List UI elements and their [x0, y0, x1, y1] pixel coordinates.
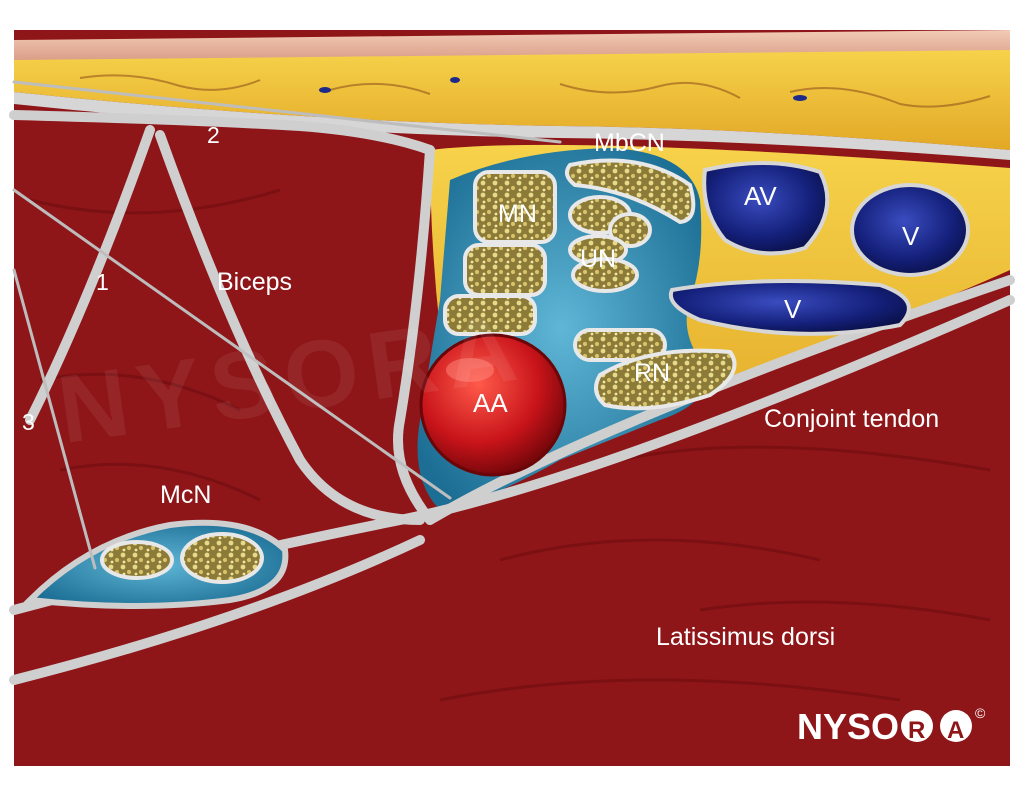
artery-highlight: [446, 358, 494, 382]
label-conjoint-tendon: Conjoint tendon: [764, 405, 939, 433]
logo-circle-r: [901, 710, 933, 742]
vein-right: [850, 183, 970, 277]
logo-text-left: NYSO: [797, 706, 899, 747]
label-biceps: Biceps: [217, 268, 292, 296]
label-v-lower: V: [784, 294, 802, 324]
ulnar-nerve: [568, 195, 652, 293]
label-latissimus-dorsi: Latissimus dorsi: [656, 623, 835, 651]
muscle-striations: [29, 188, 991, 702]
fat-small-veins: [319, 77, 807, 101]
median-nerve: [443, 170, 557, 336]
label-needle-1: 1: [96, 269, 109, 295]
fat-vessels: [79, 74, 991, 108]
label-mn: MN: [498, 200, 537, 228]
nysora-logo: NYSO R A ©: [797, 705, 986, 747]
musculocutaneous-fascicle-2: [180, 532, 264, 584]
label-mcn: McN: [160, 481, 211, 509]
superficial-fascia: [14, 92, 1010, 160]
label-aa: AA: [473, 388, 508, 418]
label-un: UN: [580, 245, 616, 273]
axillary-vein: [702, 160, 830, 256]
musculocutaneous-fascicle-1: [100, 540, 174, 580]
needle-1: [12, 188, 452, 500]
medial-brachial-cutaneous-nerve: [564, 158, 696, 225]
needle-2: [12, 80, 562, 144]
logo-letter-r: R: [908, 717, 925, 744]
logo-circle-a: [940, 710, 972, 742]
radial-nerve: [573, 328, 737, 411]
label-needle-3: 3: [22, 409, 35, 435]
logo-copyright: ©: [975, 705, 986, 721]
vein-lower: [668, 279, 911, 336]
label-mbcn: MbCN: [594, 129, 665, 157]
label-rn: RN: [634, 359, 670, 387]
label-av: AV: [744, 181, 777, 211]
label-v-right: V: [902, 221, 920, 251]
needle-3: [12, 268, 97, 570]
label-needle-2: 2: [207, 122, 220, 148]
logo-letter-a: A: [947, 717, 964, 744]
subcutaneous-fat: [14, 50, 1010, 150]
needles: [12, 80, 562, 570]
